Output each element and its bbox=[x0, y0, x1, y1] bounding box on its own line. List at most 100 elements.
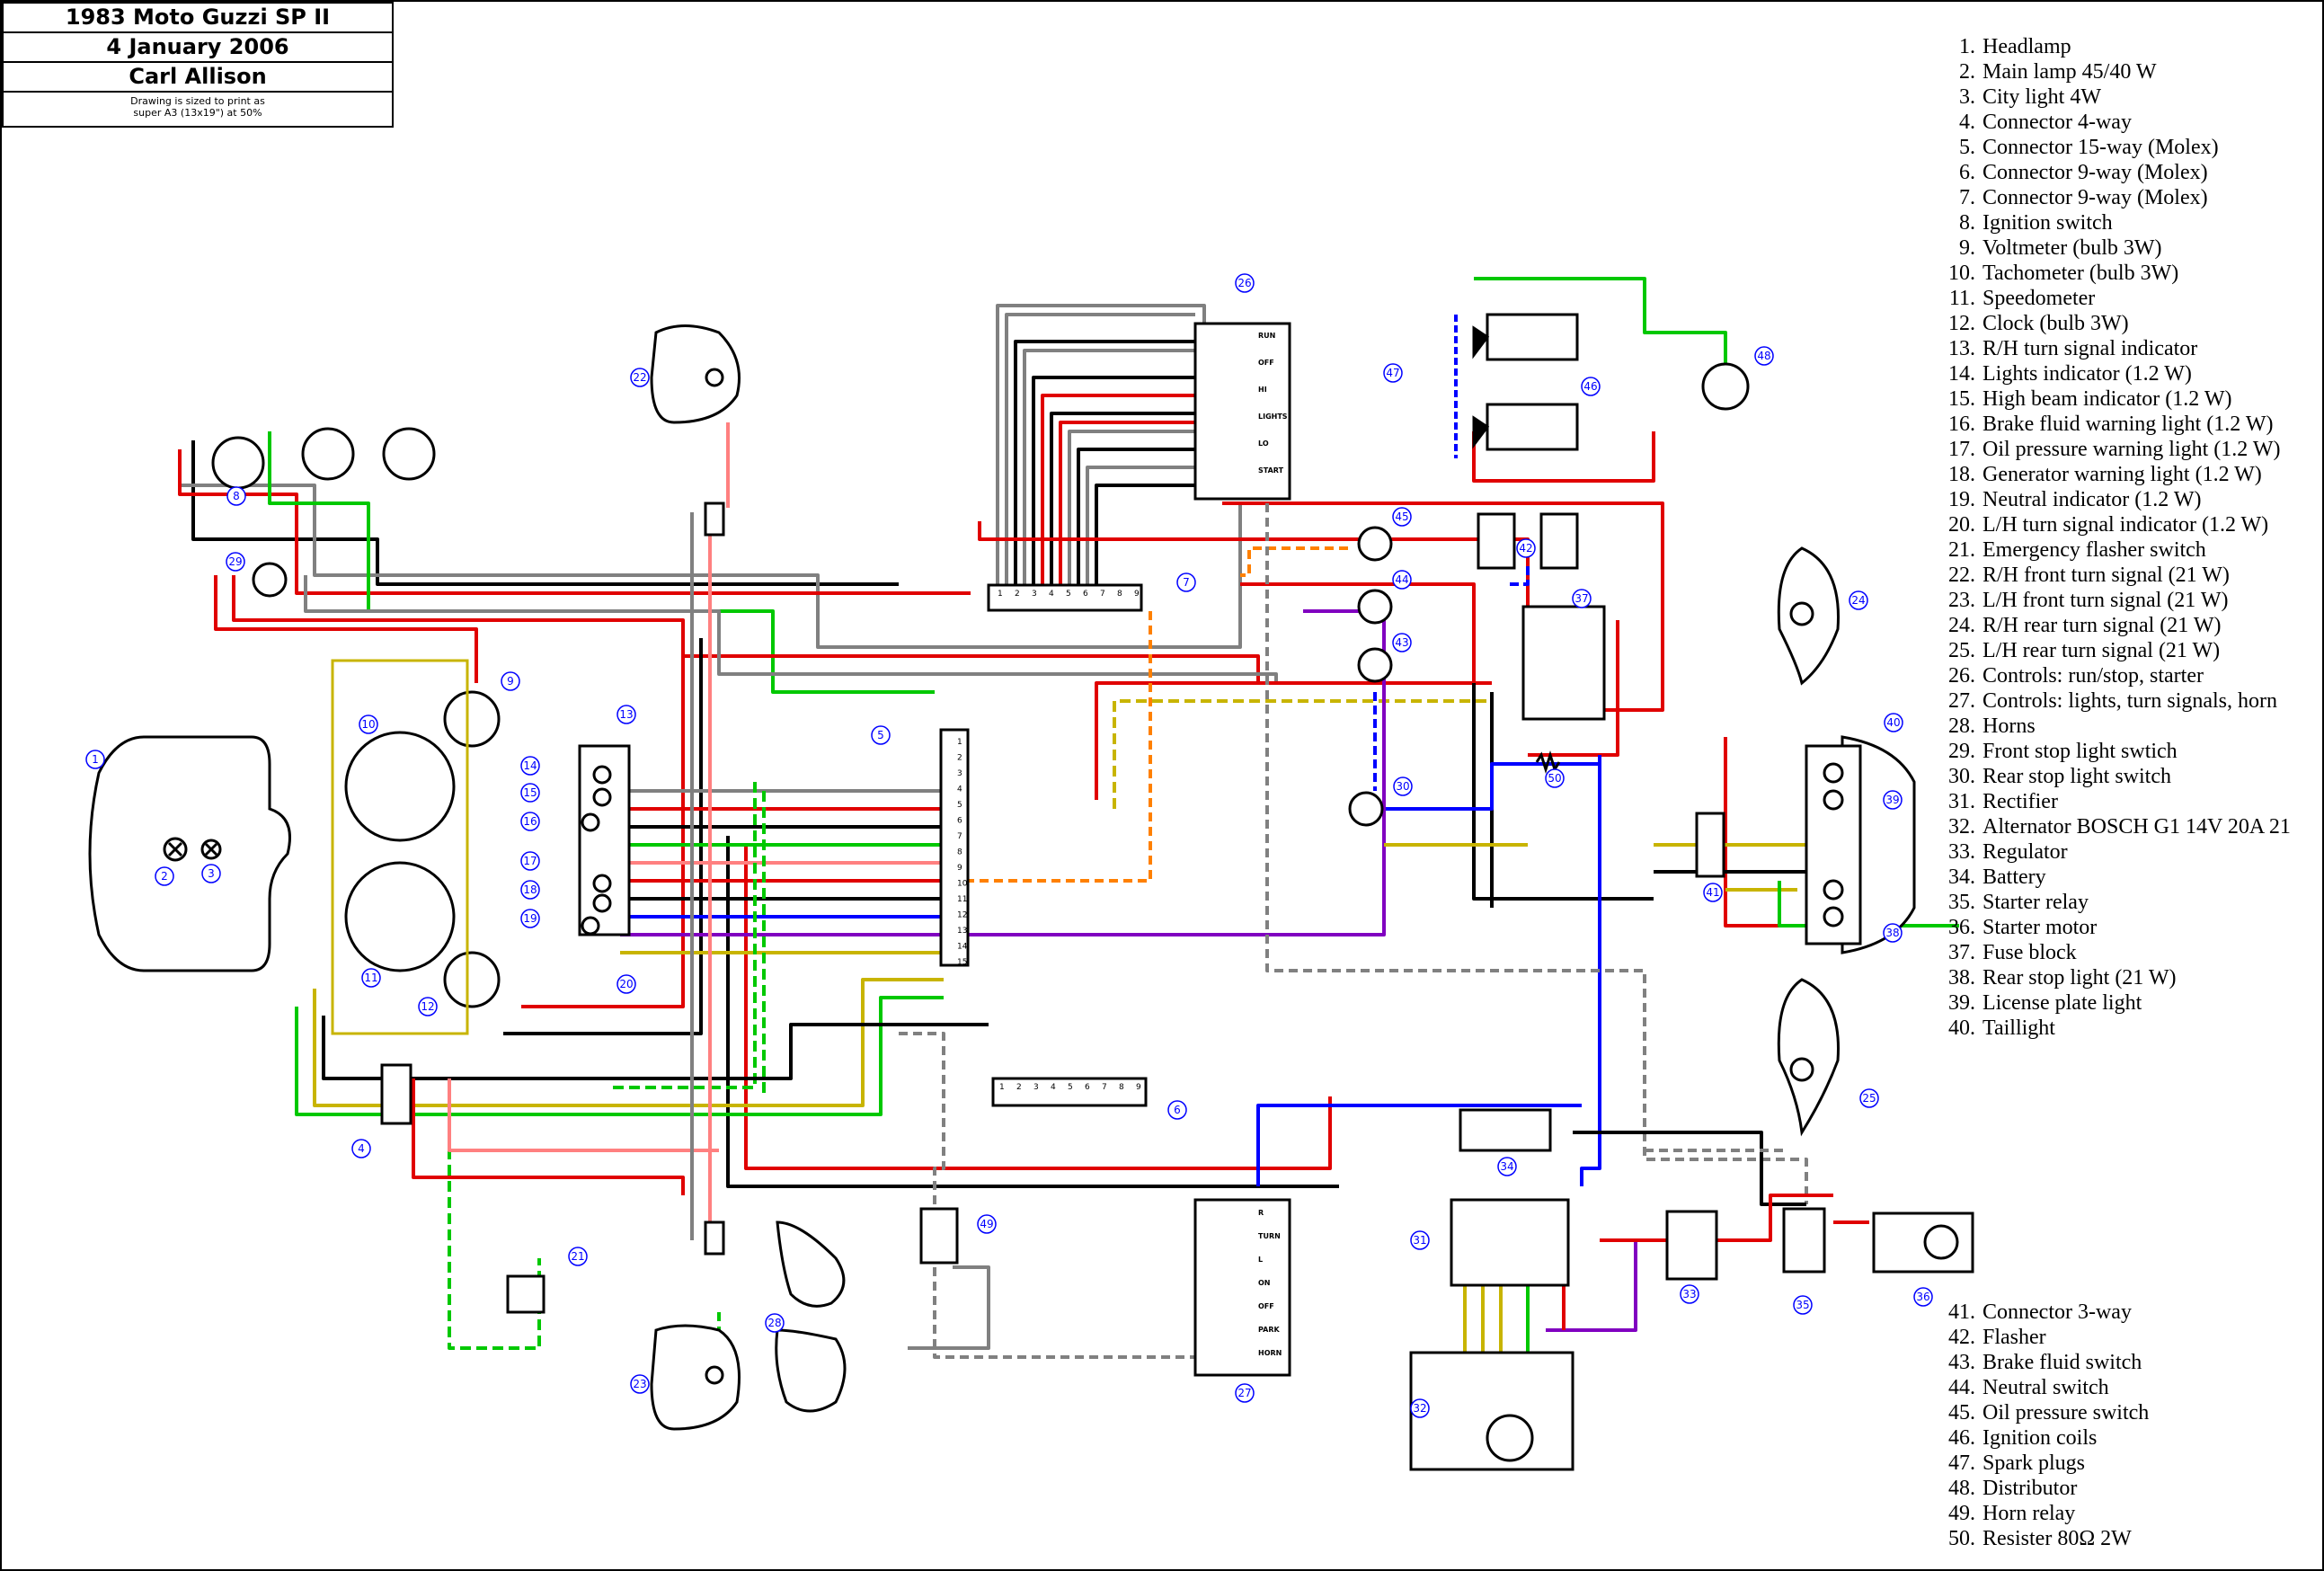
legend-item: 38.Rear stop light (21 W) bbox=[1941, 965, 2291, 990]
switch-position-label: OFF bbox=[1258, 359, 1274, 367]
legend-item-number: 49. bbox=[1948, 1502, 1975, 1525]
component-tag-label: 30 bbox=[1396, 780, 1409, 793]
legend-item-label: Brake fluid warning light (1.2 W) bbox=[1982, 413, 2274, 436]
legend-item: 27.Controls: lights, turn signals, horn bbox=[1941, 688, 2291, 714]
legend-item: 19.Neutral indicator (1.2 W) bbox=[1941, 487, 2291, 512]
component-tag-16: 16 bbox=[520, 812, 540, 831]
legend-item-number: 42. bbox=[1948, 1326, 1975, 1349]
legend-item: 48.Distributor bbox=[1941, 1476, 2149, 1501]
switch-position-label: PARK bbox=[1258, 1326, 1280, 1334]
connector-pin-label: 11 bbox=[957, 895, 967, 904]
legend-item-number: 14. bbox=[1948, 362, 1975, 386]
legend-item: 22.R/H front turn signal (21 W) bbox=[1941, 563, 2291, 588]
component-tag-label: 15 bbox=[523, 786, 537, 799]
component-tag-11: 11 bbox=[361, 968, 381, 988]
component-tag-label: 20 bbox=[619, 978, 633, 990]
component-tag-label: 37 bbox=[1574, 592, 1588, 605]
title-note-line1: Drawing is sized to print as bbox=[130, 95, 265, 107]
legend-item: 34.Battery bbox=[1941, 865, 2291, 890]
switch-position-label: R bbox=[1258, 1209, 1264, 1217]
legend-item-label: Oil pressure switch bbox=[1982, 1401, 2150, 1425]
legend-item: 18.Generator warning light (1.2 W) bbox=[1941, 462, 2291, 487]
legend-item-number: 47. bbox=[1948, 1451, 1975, 1475]
connector-pin-label: 3 bbox=[1033, 1083, 1039, 1092]
legend-item-label: Front stop light swtich bbox=[1982, 740, 2178, 763]
legend-item-label: Brake fluid switch bbox=[1982, 1351, 2142, 1374]
legend-item-label: L/H turn signal indicator (1.2 W) bbox=[1982, 513, 2269, 537]
component-tag-46: 46 bbox=[1581, 377, 1601, 396]
connector-pin-label: 5 bbox=[1068, 1083, 1073, 1092]
component-tag-37: 37 bbox=[1572, 589, 1592, 608]
legend-item: 20.L/H turn signal indicator (1.2 W) bbox=[1941, 512, 2291, 537]
legend-item-number: 34. bbox=[1948, 865, 1975, 889]
component-tag-label: 5 bbox=[877, 729, 884, 741]
component-tag-50: 50 bbox=[1545, 768, 1565, 788]
component-tag-32: 32 bbox=[1410, 1398, 1430, 1418]
component-tag-1: 1 bbox=[85, 750, 105, 769]
legend-item: 12. Clock (bulb 3W) bbox=[1941, 311, 2291, 336]
title-note: Drawing is sized to print as super A3 (1… bbox=[4, 93, 392, 119]
component-tag-44: 44 bbox=[1392, 570, 1412, 590]
legend-item: 17.Oil pressure warning light (1.2 W) bbox=[1941, 437, 2291, 462]
legend-item-label: Resister 80Ω 2W bbox=[1982, 1527, 2132, 1550]
legend-item: 46.Ignition coils bbox=[1941, 1425, 2149, 1451]
legend-item-label: Horn relay bbox=[1982, 1502, 2076, 1525]
legend-item-number: 23. bbox=[1948, 589, 1975, 612]
legend-item-label: Distributor bbox=[1982, 1477, 2078, 1500]
legend-item-number: 12. bbox=[1948, 312, 1975, 335]
component-tag-35: 35 bbox=[1793, 1295, 1813, 1315]
switch-position-label: ON bbox=[1258, 1279, 1271, 1287]
legend-item: 23.L/H front turn signal (21 W) bbox=[1941, 588, 2291, 613]
legend-item-label: Clock (bulb 3W) bbox=[1982, 312, 2129, 335]
component-tag-2: 2 bbox=[155, 866, 174, 886]
component-tag-21: 21 bbox=[568, 1247, 588, 1266]
legend-item-number: 31. bbox=[1948, 790, 1975, 813]
component-tag-label: 3 bbox=[208, 867, 215, 880]
component-tag-8: 8 bbox=[226, 486, 246, 506]
connector-pin-label: 6 bbox=[957, 817, 962, 826]
legend-item-number: 21. bbox=[1948, 538, 1975, 562]
title-block: 1983 Moto Guzzi SP II 4 January 2006 Car… bbox=[2, 2, 394, 128]
component-tag-22: 22 bbox=[630, 368, 650, 387]
component-tag-label: 36 bbox=[1916, 1291, 1929, 1303]
connector-pin-label: 7 bbox=[1100, 590, 1105, 599]
legend-item: 32.Alternator BOSCH G1 14V 20A 21 bbox=[1941, 814, 2291, 839]
legend-item-label: L/H rear turn signal (21 W) bbox=[1982, 639, 2221, 662]
legend-item-label: Lights indicator (1.2 W) bbox=[1982, 362, 2192, 386]
legend-item: 26.Controls: run/stop, starter bbox=[1941, 663, 2291, 688]
legend-item-number: 36. bbox=[1948, 916, 1975, 939]
legend-item: 30.Rear stop light switch bbox=[1941, 764, 2291, 789]
connector-pin-label: 4 bbox=[957, 786, 962, 794]
legend-item: 7.Connector 9-way (Molex) bbox=[1941, 185, 2291, 210]
component-tag-23: 23 bbox=[630, 1374, 650, 1394]
legend-item-number: 17. bbox=[1948, 438, 1975, 461]
connector-pin-label: 13 bbox=[957, 927, 967, 936]
component-tag-label: 6 bbox=[1174, 1104, 1181, 1116]
legend-item-number: 4. bbox=[1959, 111, 1975, 134]
component-tag-label: 8 bbox=[233, 490, 240, 502]
switch-position-label: HORN bbox=[1258, 1349, 1282, 1357]
switch-position-label: LO bbox=[1258, 439, 1269, 448]
legend-item-label: Spark plugs bbox=[1982, 1451, 2085, 1475]
legend-item-number: 32. bbox=[1948, 815, 1975, 839]
legend-item: 28.Horns bbox=[1941, 714, 2291, 739]
component-tag-label: 39 bbox=[1885, 794, 1899, 806]
title-model: 1983 Moto Guzzi SP II bbox=[4, 4, 392, 33]
legend-item-label: Flasher bbox=[1982, 1326, 2046, 1349]
component-tag-26: 26 bbox=[1235, 273, 1255, 293]
connector-pin-label: 1 bbox=[957, 738, 962, 747]
component-tag-30: 30 bbox=[1393, 777, 1413, 796]
component-tag-25: 25 bbox=[1859, 1088, 1879, 1108]
component-tag-10: 10 bbox=[359, 714, 378, 734]
component-tag-6: 6 bbox=[1167, 1100, 1187, 1120]
legend-item-number: 2. bbox=[1959, 60, 1975, 84]
component-tag-17: 17 bbox=[520, 851, 540, 871]
component-tag-47: 47 bbox=[1383, 363, 1403, 383]
legend-item-number: 11. bbox=[1948, 287, 1975, 310]
legend-item-label: Speedometer bbox=[1982, 287, 2096, 310]
legend-item: 36.Starter motor bbox=[1941, 915, 2291, 940]
component-tag-49: 49 bbox=[977, 1214, 997, 1234]
connector-pin-label: 9 bbox=[1136, 1083, 1141, 1092]
